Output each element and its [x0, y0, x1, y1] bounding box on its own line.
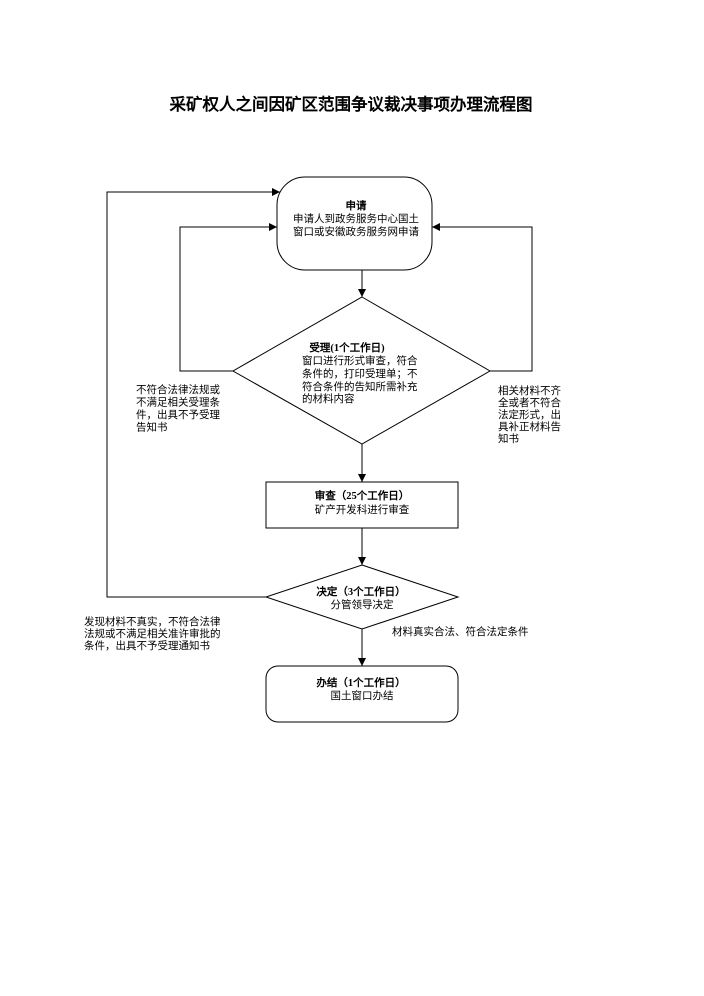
- edge-accept-rejected-label: 不满足相关受理条: [136, 396, 220, 409]
- node-finish-line: 国土窗口办结: [331, 689, 394, 702]
- edge-accept-supplement-label: 知书: [498, 432, 519, 445]
- node-accept-line: 符合条件的告知所需补充: [302, 380, 418, 393]
- edge-accept-rejected-label: 不符合法律法规或: [136, 383, 220, 396]
- node-decide-title: 决定（3个工作日）: [316, 585, 405, 598]
- node-finish-title: 办结（1个工作日）: [316, 676, 405, 689]
- node-decide: [264, 564, 460, 630]
- edge-decide-rejected-label: 法规或不满足相关准许审批的: [84, 627, 221, 640]
- node-review-title: 审查（25个工作日）: [315, 489, 410, 502]
- loop-accept-supplement-to-apply: [432, 223, 533, 372]
- node-review-line: 矿产开发科进行审查: [315, 503, 410, 516]
- edge-accept-supplement-label: 具补正材料告: [498, 420, 561, 433]
- node-finish: [265, 665, 459, 723]
- edge-decide-rejected-label: 发现材料不真实，不符合法律: [84, 615, 221, 628]
- edge-accept-rejected-label: 件，出具不予受理: [136, 408, 220, 421]
- page-title: 采矿权人之间因矿区范围争议裁决事项办理流程图: [169, 94, 533, 114]
- node-apply: [276, 176, 433, 271]
- node-accept-line: 的材料内容: [302, 392, 355, 405]
- edge-decide-rejected-label: 条件，出具不予受理通知书: [84, 639, 210, 652]
- node-apply-title: 申请: [346, 199, 367, 212]
- node-apply-line: 窗口或安徽政务服务网申请: [293, 225, 419, 238]
- edge-accept-supplement-label: 全或者不符合: [498, 396, 561, 409]
- edge-accept-supplement-label: 法定形式，出: [498, 408, 561, 421]
- node-review: [265, 481, 459, 529]
- node-accept: [231, 296, 492, 445]
- node-apply-line: 申请人到政务服务中心国土: [293, 212, 419, 225]
- loop-accept-rejected-to-apply: [179, 223, 277, 372]
- node-decide-line: 分管领导决定: [331, 598, 394, 611]
- node-accept-title: 受理(1个工作日): [309, 341, 385, 354]
- edge-decide-approved-label: 材料真实合法、符合法定条件: [392, 625, 529, 638]
- node-accept-line: 窗口进行形式审查，符合: [302, 354, 418, 367]
- node-accept-line: 条件的，打印受理单；不: [302, 367, 418, 380]
- edge-accept-rejected-label: 告知书: [136, 421, 168, 434]
- loop-decide-rejected-to-apply: [106, 188, 280, 598]
- edge-accept-supplement-label: 相关材料不齐: [498, 384, 561, 397]
